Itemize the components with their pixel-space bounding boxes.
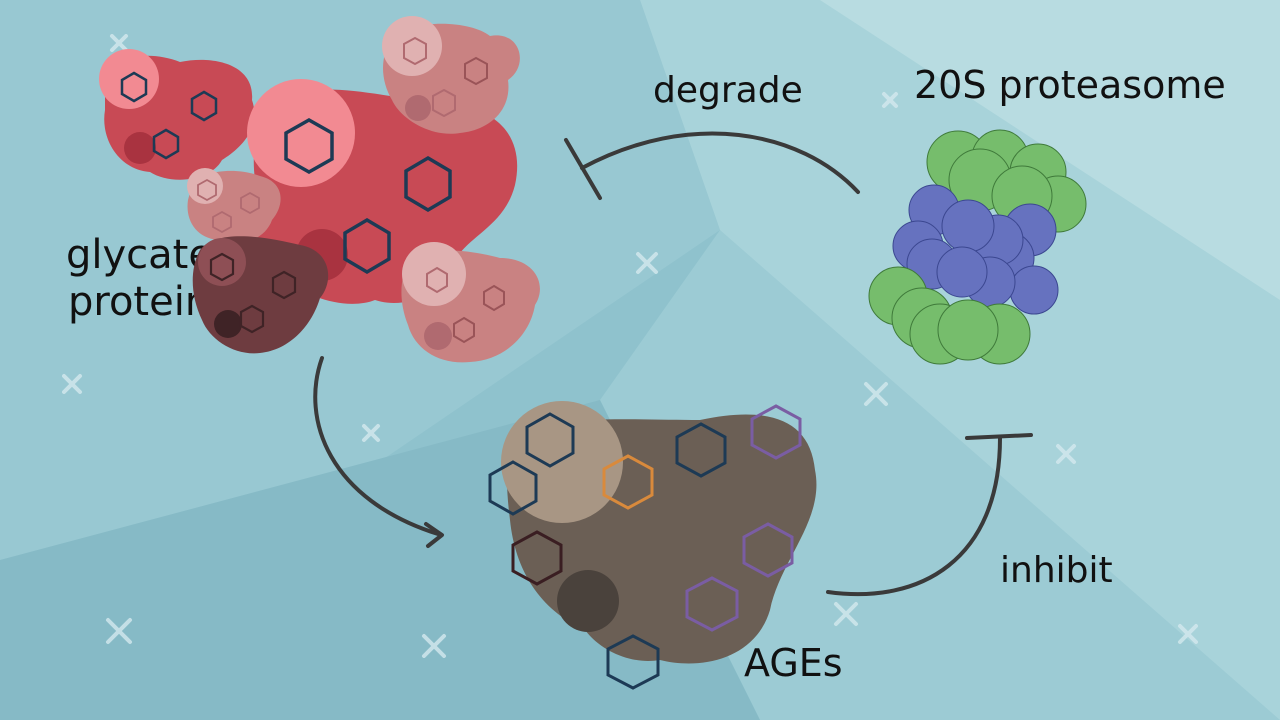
- sparkle-icon: [636, 252, 658, 274]
- hexagon-icon: [511, 530, 563, 586]
- hexagon-icon: [190, 90, 218, 122]
- degrade-inhibition-arrow: [564, 131, 860, 200]
- hexagon-icon: [197, 178, 217, 202]
- hexagon-icon: [750, 404, 802, 460]
- hexagon-icon: [602, 454, 654, 510]
- hexagon-icons-proteins: [120, 36, 505, 344]
- hexagon-icon: [343, 217, 391, 275]
- hexagon-icon: [271, 270, 297, 300]
- glycation-arrow: [313, 356, 444, 548]
- hexagon-icon: [212, 210, 232, 234]
- hexagon-icon: [284, 117, 334, 175]
- hexagon-icon: [606, 634, 660, 690]
- inhibit-inhibition-arrow: [826, 433, 1033, 597]
- glycated-protein-cluster-icon: [99, 16, 540, 363]
- ages-label: AGEs: [744, 641, 843, 685]
- hexagon-icon: [404, 155, 452, 213]
- proteasome-icon: [868, 129, 1087, 365]
- protein-rose-small: [187, 168, 281, 244]
- sparkle-icon: [362, 424, 380, 442]
- hexagon-icon: [209, 252, 235, 282]
- sparkle-icon: [422, 634, 446, 658]
- sparkle-icon: [1056, 444, 1076, 464]
- sparkle-icons: [62, 34, 1198, 658]
- sparkle-icon: [110, 34, 128, 52]
- sparkle-icon: [882, 92, 898, 108]
- hexagon-icon: [403, 36, 427, 66]
- hexagon-icon: [453, 316, 475, 344]
- hexagon-icon: [426, 266, 448, 294]
- hexagon-icon: [675, 422, 727, 478]
- proteasome-label: 20S proteasome: [914, 63, 1226, 107]
- hexagon-icon: [240, 191, 260, 215]
- hexagon-icon: [685, 576, 739, 632]
- protein-rose-right: [401, 242, 540, 363]
- hexagon-icon: [488, 460, 538, 516]
- sparkle-icon: [864, 382, 888, 406]
- sparkle-icon: [62, 374, 82, 394]
- hexagon-icon: [239, 304, 265, 334]
- inhibit-label: inhibit: [1000, 550, 1113, 591]
- hexagon-icon: [120, 71, 148, 103]
- protein-rose-top: [382, 16, 520, 134]
- hexagon-icon: [483, 284, 505, 312]
- hexagon-icon: [464, 56, 488, 86]
- hexagon-icon: [152, 128, 180, 160]
- degrade-label: degrade: [653, 70, 803, 111]
- sparkle-icon: [1178, 624, 1198, 644]
- sparkle-icon: [106, 618, 132, 644]
- hexagon-icon: [432, 88, 456, 118]
- hexagon-icon: [742, 522, 794, 578]
- sparkle-icon: [834, 602, 858, 626]
- hexagon-icon: [525, 412, 575, 468]
- ages-blob-icon: [488, 401, 817, 690]
